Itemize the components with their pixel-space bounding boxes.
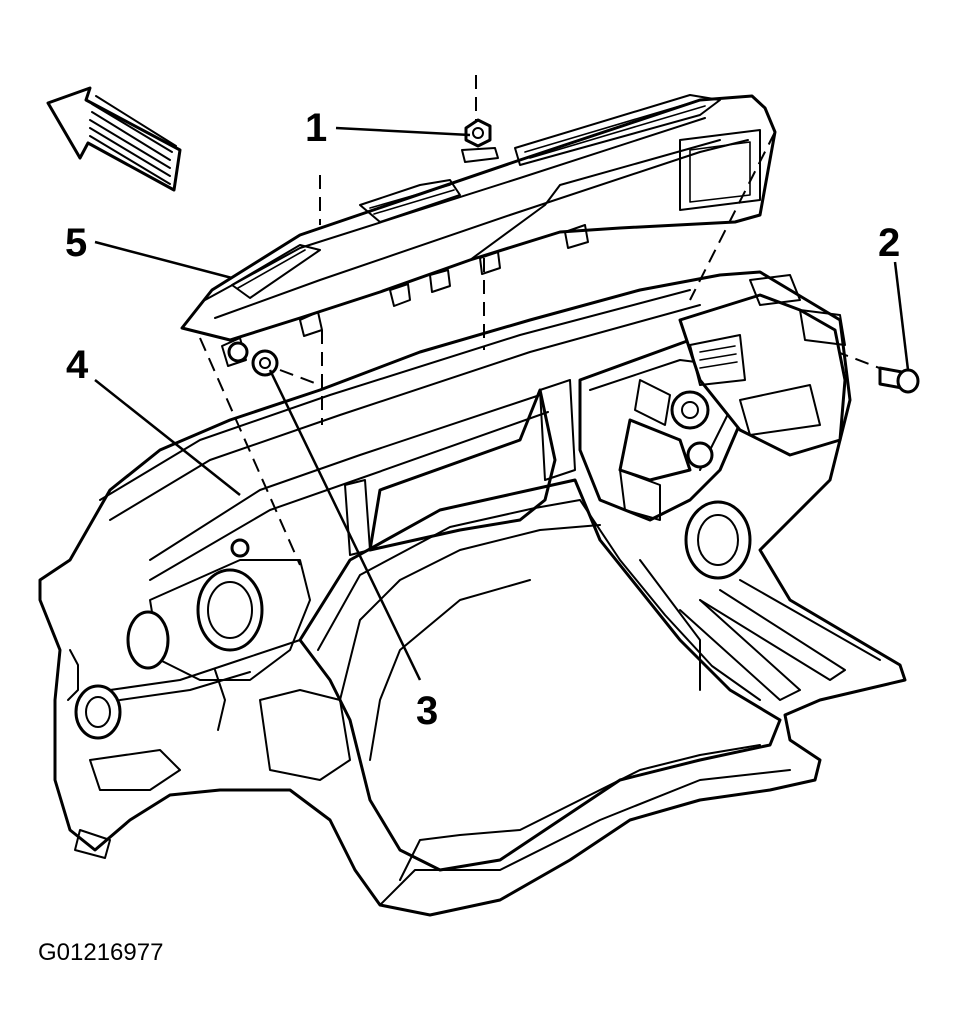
callout-1: 1 [305, 106, 327, 150]
callout-2: 2 [878, 221, 900, 265]
dash-structure [38, 270, 907, 917]
callout-leaders [94, 126, 910, 681]
nut-1 [461, 118, 499, 163]
bolt-2 [878, 366, 920, 394]
upper-duct-assembly [180, 94, 777, 367]
callout-3: 3 [416, 689, 438, 733]
callout-4: 4 [66, 343, 89, 387]
figure-id: G01216977 [38, 939, 163, 966]
forward-arrow-icon [46, 86, 182, 192]
callout-5: 5 [65, 221, 87, 265]
nut-3 [227, 341, 279, 377]
